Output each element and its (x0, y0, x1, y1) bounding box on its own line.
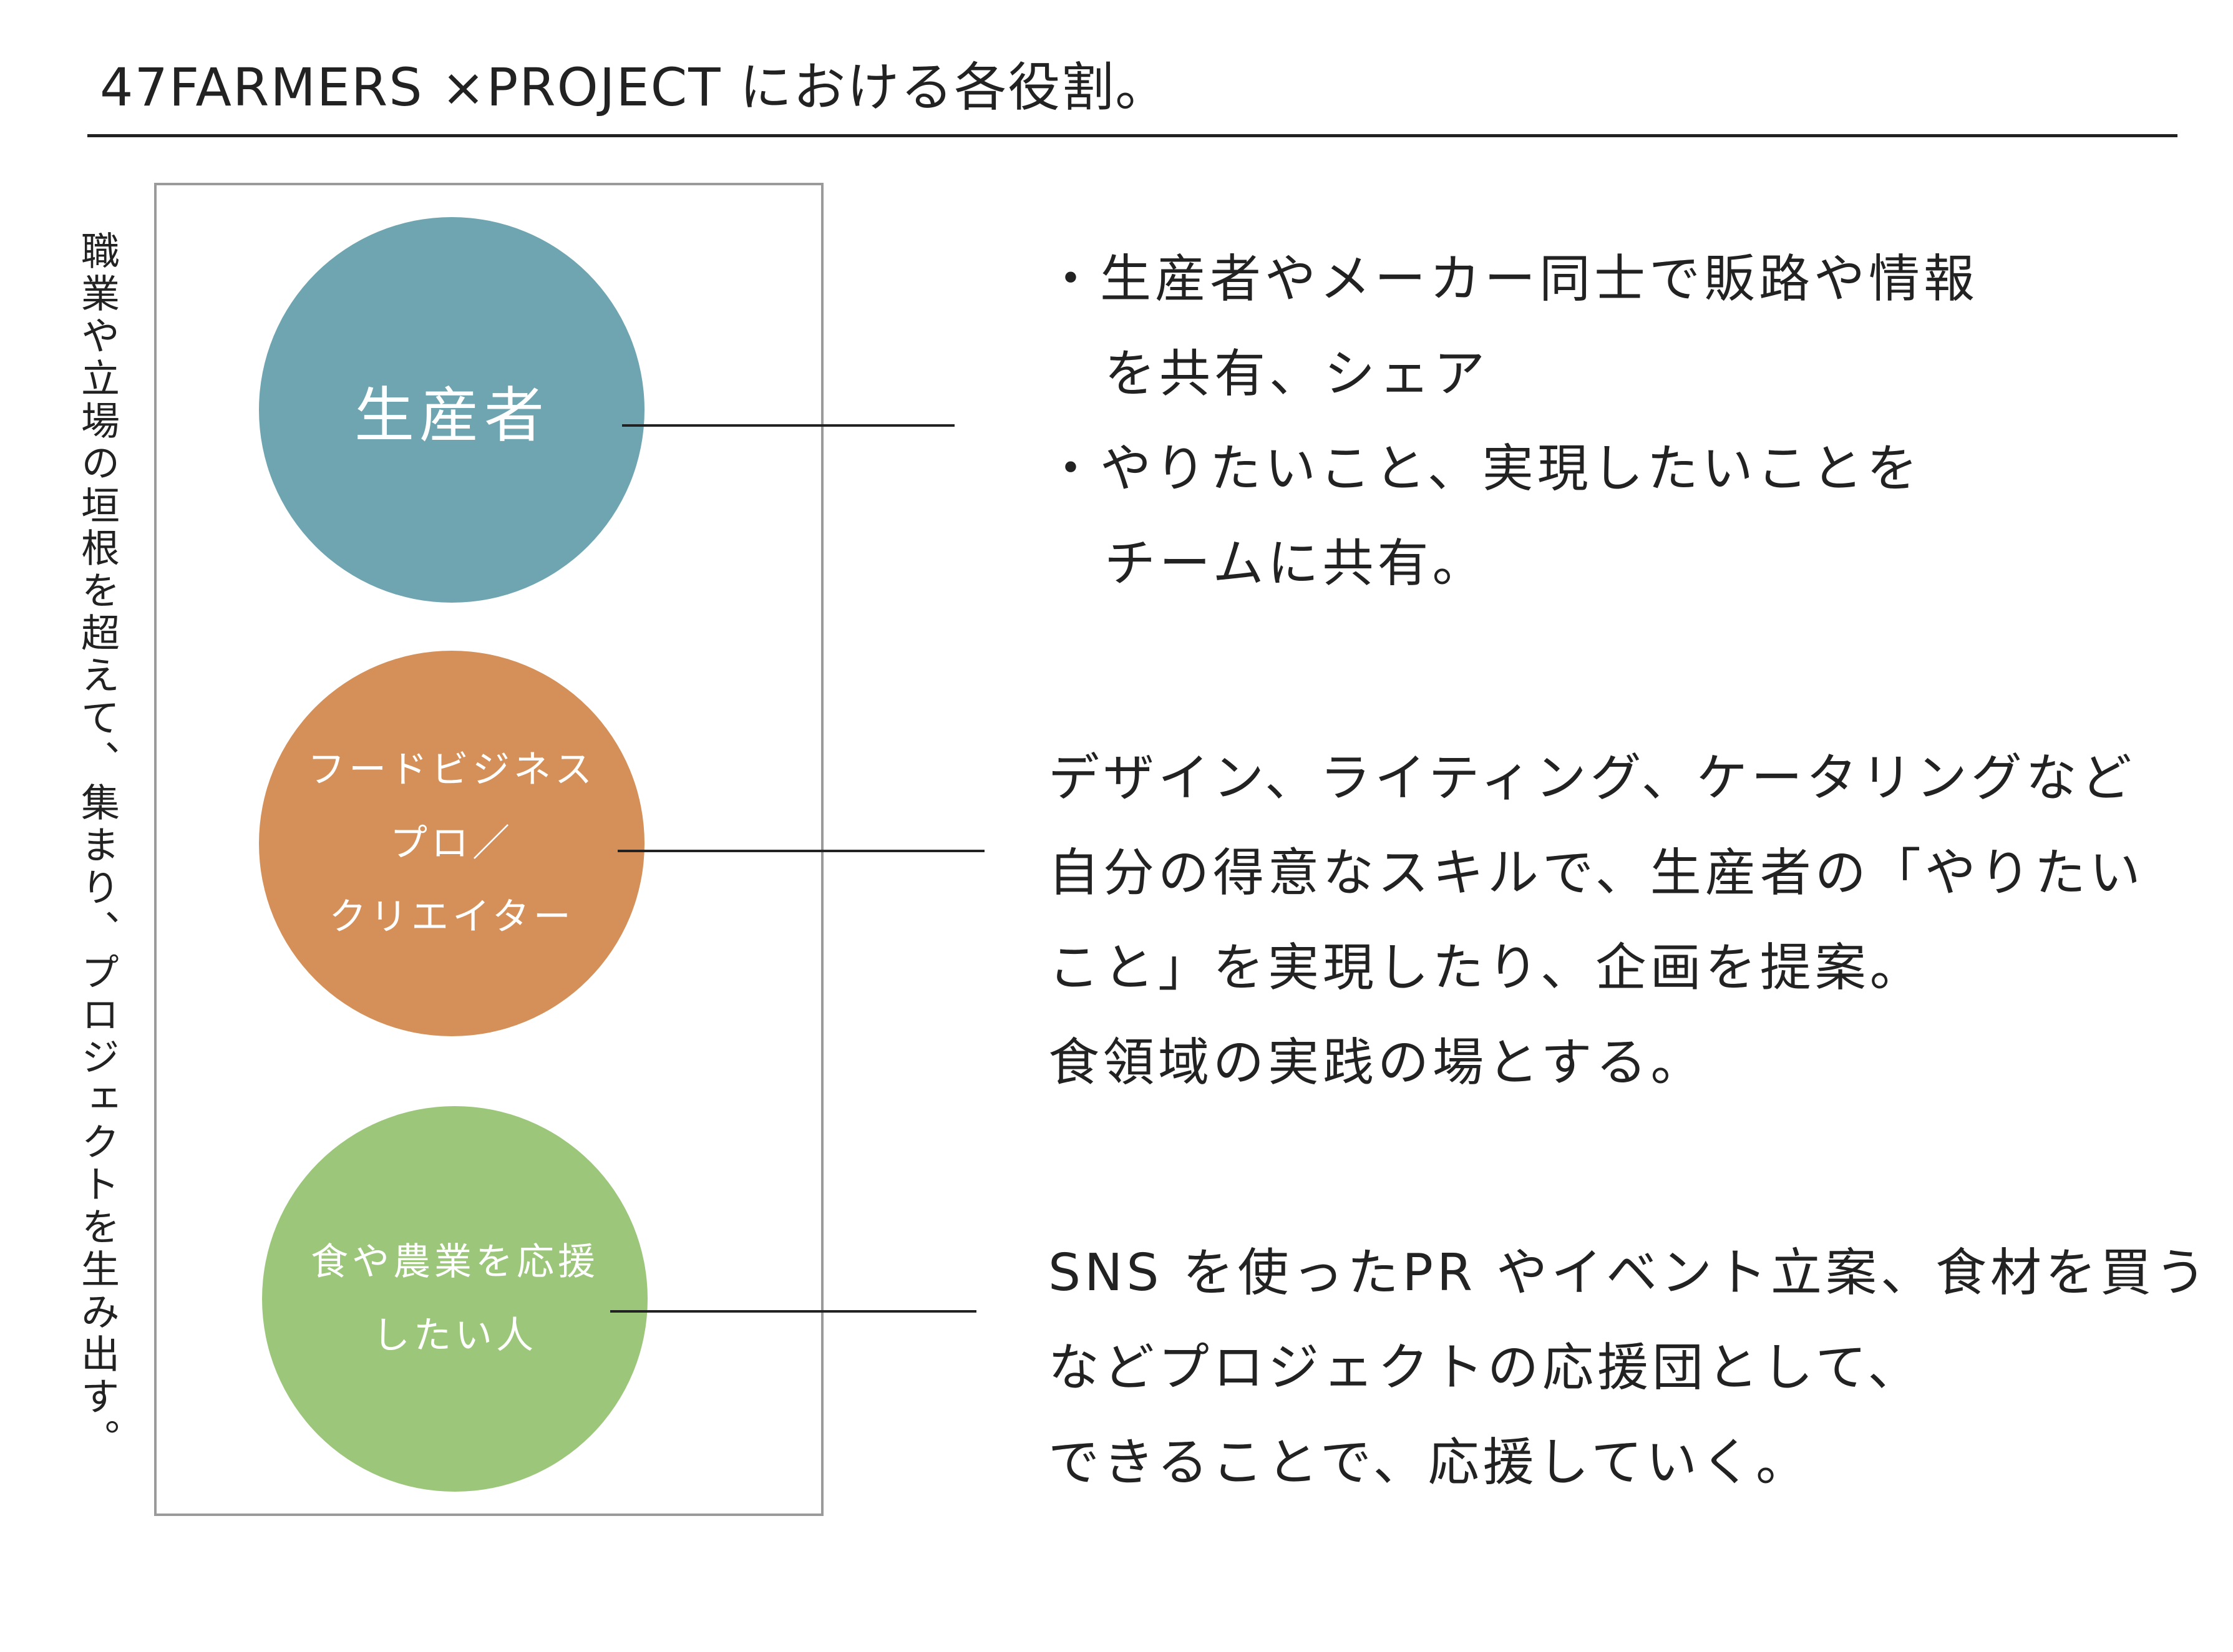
food-pro-description-line-3: こと」を実現したり、企画を提案。 (1048, 938, 1925, 998)
producer-description: ・生産者やメーカー同士で販路や情報 を共有、シェア ・やりたいこと、実現したいこ… (1045, 232, 1978, 611)
producer-circle: 生産者 (259, 217, 645, 603)
producer-description-line-4: チームに共有。 (1104, 534, 1487, 593)
food-pro-description-line-1: デザイン、ライティング、ケータリングなど (1048, 749, 2136, 808)
producer-label: 生産者 (354, 380, 549, 450)
supporter-label-line-2: したい人 (372, 1314, 537, 1358)
producer-description-line-2: を共有、シェア (1104, 344, 1489, 404)
food-pro-connector-line (618, 850, 985, 852)
supporter-description-line-1: SNS を使ったPR やイベント立案、食材を買う (1048, 1243, 2210, 1303)
roles-frame (154, 183, 824, 1516)
title-underline (87, 134, 2177, 137)
supporter-label-line-1: 食や農業を応援 (311, 1240, 599, 1284)
vertical-caption: 職業や立場の垣根を超えて、集まり、プロジェクトを生み出す。 (74, 231, 120, 1461)
food-pro-description-line-4: 食領域の実践の場とする。 (1048, 1033, 1706, 1092)
food-pro-description-line-2: 自分の得意なスキルで、生産者の「やりたい (1048, 843, 2144, 903)
food-pro-label-line-3: クリエイター (329, 895, 575, 939)
page-title: 47FARMERS ×PROJECT における各役割。 (100, 57, 1169, 118)
producer-description-line-3: ・やりたいこと、実現したいことを (1045, 439, 1922, 498)
food-pro-description: デザイン、ライティング、ケータリングなど 自分の得意なスキルで、生産者の「やりた… (1048, 731, 2144, 1110)
food-business-pro-circle: フードビジネス プロ／ クリエイター (259, 651, 645, 1036)
food-pro-label-line-2: プロ／ (390, 822, 513, 865)
supporter-connector-line (610, 1310, 976, 1313)
supporter-description-line-3: できることで、応援していく。 (1048, 1433, 1811, 1492)
supporter-circle: 食や農業を応援 したい人 (262, 1106, 648, 1492)
supporter-description: SNS を使ったPR やイベント立案、食材を買う などプロジェクトの応援団として… (1048, 1226, 2210, 1510)
producer-description-line-1: ・生産者やメーカー同士で販路や情報 (1045, 250, 1979, 309)
producer-connector-line (622, 424, 955, 427)
food-pro-label-line-1: フードビジネス (308, 748, 596, 792)
supporter-description-line-2: などプロジェクトの応援団として、 (1048, 1338, 1923, 1397)
